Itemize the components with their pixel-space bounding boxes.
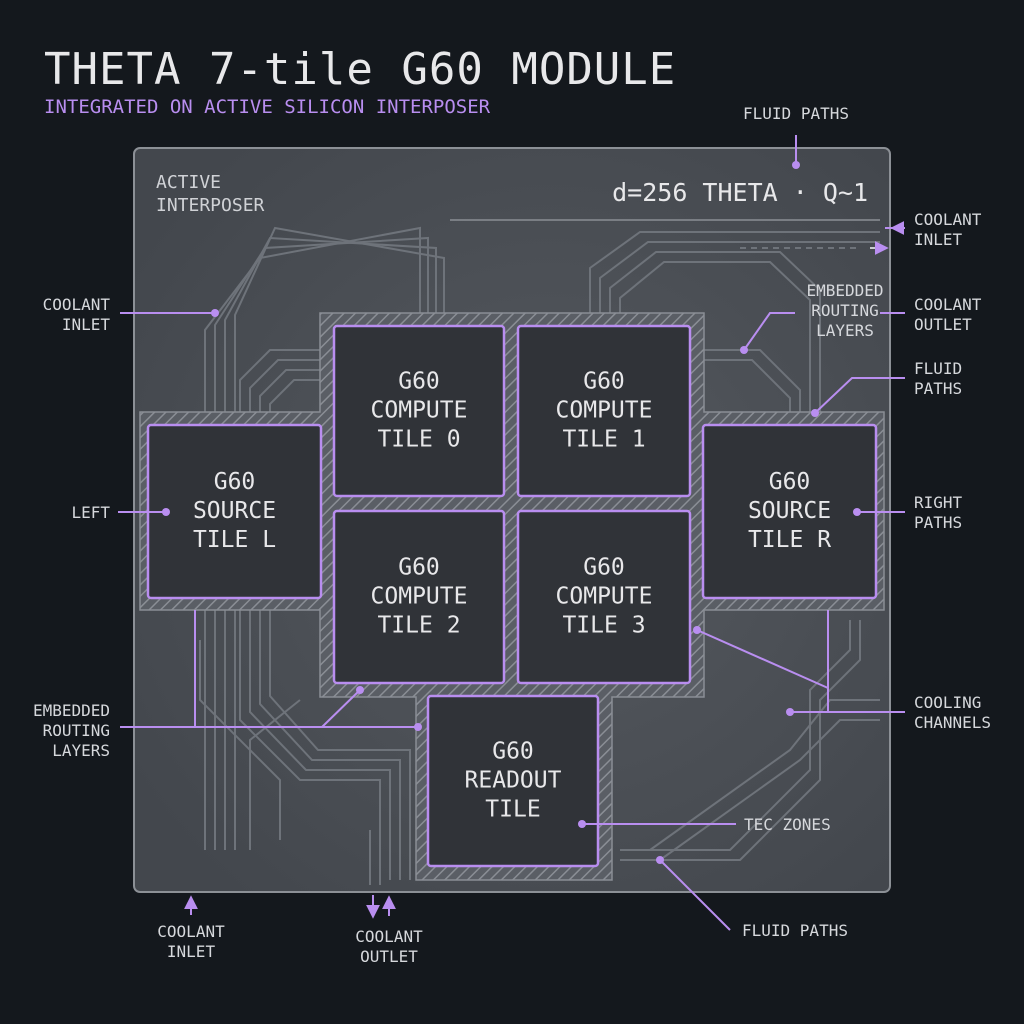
callout-coolant-outlet-bottom-line-1: COOLANT: [355, 927, 423, 946]
callout-tec-zones: TEC ZONES: [744, 815, 831, 834]
callout-coolant-inlet-left-line-2: INLET: [62, 315, 111, 334]
page-subtitle: INTEGRATED ON ACTIVE SILICON INTERPOSER: [44, 96, 491, 118]
callout-dots: [162, 161, 861, 864]
callout-coolant-inlet-bottom-line-1: COOLANT: [157, 922, 225, 941]
tile-carrier: [139, 312, 885, 881]
callout-fluid-paths-bottom: FLUID PATHS: [742, 921, 848, 940]
tile-compute-1-label-line-2: COMPUTE: [556, 398, 653, 424]
interposer-label-line-1: ACTIVE: [156, 172, 221, 193]
callout-embedded-routing-left-line-2: ROUTING: [43, 721, 110, 740]
callout-coolant-outlet-bottom-line-2: OUTLET: [360, 947, 418, 966]
tile-compute-1-label-line-3: TILE 1: [562, 427, 645, 453]
tile-source-r-label-line-1: G60: [769, 469, 811, 495]
callout-coolant-outlet-right-line-1: COOLANT: [914, 295, 982, 314]
tile-source-r-label-line-3: TILE R: [748, 527, 831, 553]
callout-coolant-inlet-right-line-1: COOLANT: [914, 210, 982, 229]
tile-compute-2-label-line-1: G60: [398, 555, 440, 581]
tile-compute-0-label-line-2: COMPUTE: [371, 398, 468, 424]
tile-compute-1-label-line-1: G60: [583, 369, 625, 395]
callout-embedded-routing-top-line-3: LAYERS: [816, 321, 874, 340]
routing-traces: [199, 219, 880, 885]
callout-fluid-paths-top: FLUID PATHS: [743, 104, 849, 123]
callout-embedded-routing-top-line-1: EMBEDDED: [806, 281, 883, 300]
tile-compute-0-label-line-1: G60: [398, 369, 440, 395]
callout-embedded-routing-top-line-2: ROUTING: [811, 301, 878, 320]
callout-fluid-paths-top-line-1: FLUID PATHS: [743, 104, 849, 123]
callout-fluid-paths-right-line-2: PATHS: [914, 379, 962, 398]
interposer-spec: d=256 THETA · Q~1: [612, 178, 868, 207]
tile-compute-3-label-line-2: COMPUTE: [556, 584, 653, 610]
callout-fluid-paths-bottom-line-1: FLUID PATHS: [742, 921, 848, 940]
tile-source-l-label-line-3: TILE L: [193, 527, 276, 553]
tile-compute-3-label-line-1: G60: [583, 555, 625, 581]
callout-fluid-paths-right-line-1: FLUID: [914, 359, 962, 378]
callout-coolant-inlet-left-line-1: COOLANT: [43, 295, 111, 314]
callout-leaders: [118, 135, 905, 931]
tile-compute-0-label-line-3: TILE 0: [377, 427, 460, 453]
callout-tec-zones-line-1: TEC ZONES: [744, 815, 831, 834]
callout-cooling-channels-line-2: CHANNELS: [914, 713, 991, 732]
tile-source-l-label-line-1: G60: [214, 469, 256, 495]
tile-source-r-label-line-2: SOURCE: [748, 498, 831, 524]
tile-readout-label-line-1: G60: [492, 739, 534, 765]
coolant-arrows: [184, 221, 905, 919]
callout-right-paths-line-2: PATHS: [914, 513, 962, 532]
callout-coolant-outlet-right-line-2: OUTLET: [914, 315, 972, 334]
callout-coolant-inlet-bottom-line-2: INLET: [167, 942, 216, 961]
callout-embedded-routing-left-line-1: EMBEDDED: [33, 701, 110, 720]
callout-embedded-routing-left-line-3: LAYERS: [52, 741, 110, 760]
callout-cooling-channels-line-1: COOLING: [914, 693, 981, 712]
callout-coolant-inlet-right-line-2: INLET: [914, 230, 963, 249]
tile-readout-label-line-2: READOUT: [465, 768, 562, 794]
tile-compute-3-label-line-3: TILE 3: [562, 613, 645, 639]
tile-compute-2-label-line-3: TILE 2: [377, 613, 460, 639]
page-title: THETA 7-tile G60 MODULE: [44, 44, 677, 95]
callout-left-line-1: LEFT: [71, 503, 110, 522]
tile-compute-2-label-line-2: COMPUTE: [371, 584, 468, 610]
tile-source-l-label-line-2: SOURCE: [193, 498, 276, 524]
callout-left: LEFT: [71, 503, 110, 522]
tile-readout-label-line-3: TILE: [485, 797, 540, 823]
callout-right-paths-line-1: RIGHT: [914, 493, 963, 512]
interposer-label-line-2: INTERPOSER: [156, 195, 265, 216]
